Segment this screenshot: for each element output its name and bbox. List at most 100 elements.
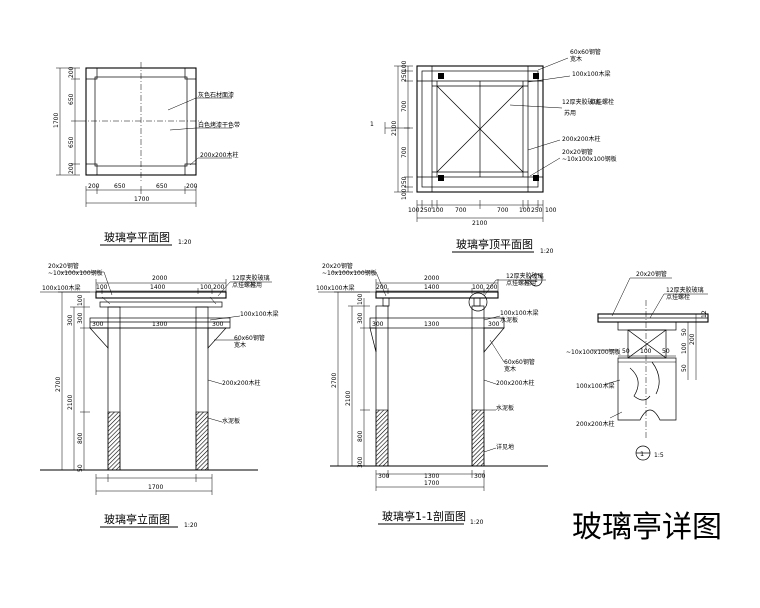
elev-dim-v6: 300 — [67, 314, 74, 326]
roof-dim-v5: 250 — [401, 176, 408, 188]
roof-dim-v4: 700 — [401, 146, 408, 158]
elev-dim-top-3: 1400 — [150, 284, 165, 291]
elev-dim-mid-2: 1300 — [152, 321, 167, 328]
plan-note-3: 200x200木柱 — [200, 151, 238, 159]
plan-view: 灰色石材面漆 白色烤漆干色带 200x200木柱 200 650 650 200… — [53, 62, 240, 246]
roof-outline — [416, 65, 544, 193]
elev-dim-top-4: 100 — [200, 284, 212, 291]
roof-note-2: 宽木 — [570, 55, 582, 63]
plan-post-tr — [184, 67, 197, 80]
elev-dim-v3: 800 — [77, 432, 84, 444]
detail-mark: 1 — [640, 450, 644, 458]
roof-note-3: 100x100木梁 — [572, 70, 610, 78]
detail-dim-8: 12 — [701, 310, 708, 318]
roof-scale: 1:20 — [540, 248, 554, 255]
sect-dim-v1: 2700 — [331, 373, 338, 388]
roof-dim-h8: 100 — [545, 207, 557, 214]
elev-note-r4: 100x100木梁 — [240, 310, 278, 318]
sect-dim-mid-2: 1300 — [424, 321, 439, 328]
detail-note-5: 100x100木梁 — [576, 382, 614, 390]
sect-dim-mid-1: 300 — [372, 321, 384, 328]
sect-dim-bot-1: 300 — [378, 473, 390, 480]
sect-note-r4: 100x100木梁 — [500, 309, 538, 317]
sect-dim-top-5: 200 — [486, 284, 498, 291]
sect-dim-top-4: 100 — [472, 284, 484, 291]
detail-dim-4: 50 — [681, 328, 688, 336]
plan-note-2: 白色烤漆干色带 — [198, 121, 240, 129]
roof-note-9: ~10x100x100钢板 — [562, 155, 617, 163]
sect-scale: 1:20 — [470, 519, 484, 526]
elev-dim-v2: 2100 — [67, 395, 74, 410]
roof-dim-h7: 250 — [531, 207, 543, 214]
elev-note-r7: 200x200木柱 — [222, 379, 260, 387]
elev-dim-top-5: 200 — [213, 284, 225, 291]
plan-post-br — [184, 163, 197, 176]
sect-note-r10: 详见地 — [496, 443, 514, 451]
detail-note-2: 12厚夹胶玻璃 — [666, 286, 704, 294]
roof-dim-h6: 100 — [519, 207, 531, 214]
roof-post-bl — [438, 175, 444, 181]
detail-note-6: 200x200木柱 — [576, 420, 614, 428]
elev-title: 玻璃亭立面图 — [104, 512, 170, 526]
plan-dim-v4: 200 — [68, 162, 75, 174]
detail-dim-2: 100 — [640, 348, 652, 355]
roof-dim-h4: 700 — [455, 207, 467, 214]
sect-note-r3: 苏用 — [524, 279, 536, 287]
plan-dim-h-total: 1700 — [134, 196, 149, 203]
plan-dim-h4: 200 — [186, 183, 198, 190]
detail-post — [617, 357, 677, 421]
elev-note-r8: 水泥板 — [222, 417, 240, 425]
elev-note-r3: 苏用 — [250, 281, 262, 289]
elev-dim-v1: 2700 — [55, 377, 62, 392]
elev-note-r6: 宽木 — [234, 341, 246, 349]
elev-dim-v5: 100 — [77, 294, 84, 306]
plan-dim-h3: 650 — [156, 183, 168, 190]
sect-dim-bot-3: 300 — [474, 473, 486, 480]
roof-title: 玻璃亭顶平面图 — [456, 237, 533, 251]
sect-dim-top-1: 2000 — [424, 275, 439, 282]
sect-dim-top-3: 1400 — [424, 284, 439, 291]
sect-detail-callout — [529, 273, 543, 287]
sect-dim-v6: 300 — [357, 456, 364, 468]
main-title: 玻璃亭详图 — [572, 510, 722, 545]
plan-dim-v3: 650 — [68, 136, 75, 148]
elev-dim-v7: 50 — [77, 464, 84, 472]
elev-dim-mid-1: 300 — [92, 321, 104, 328]
detail-dim-7: 200 — [689, 333, 696, 345]
sect-dim-v4: 300 — [357, 312, 364, 324]
roof-dim-h-total: 2100 — [472, 220, 487, 227]
elev-glass-roof — [95, 291, 227, 299]
sect-note-l3: 100x100木梁 — [316, 284, 354, 292]
sect-dim-bot-2: 1300 — [424, 473, 439, 480]
section-view: 2000 200 1400 100 200 300 1300 300 300 1… — [316, 262, 548, 526]
elev-dim-top-1: 2000 — [152, 275, 167, 282]
roof-dim-v6: 100 — [401, 188, 408, 200]
elev-note-r2: 点挂螺栓 — [232, 281, 256, 289]
plan-post-bl — [85, 163, 98, 176]
plan-dim-h1: 200 — [88, 183, 100, 190]
roof-note-4: 12厚夹胶玻璃 — [562, 98, 600, 106]
roof-note-8: 20x20钢管 — [562, 148, 593, 156]
roof-note-5: 点挂螺栓 — [590, 98, 614, 106]
sect-note-l2: ~10x100x100钢板 — [322, 269, 377, 277]
roof-note-6: 苏用 — [564, 109, 576, 117]
plan-dim-v2: 650 — [68, 93, 75, 105]
elevation-view: 2000 100 1400 100 200 300 1300 300 1700 … — [40, 262, 278, 529]
sect-note-r6: 60x60钢管 — [504, 358, 535, 366]
plan-note-1: 灰色石材面漆 — [198, 91, 234, 99]
sect-note-r7: 宽木 — [504, 365, 516, 373]
detail-view: 20x20钢管 12厚夹胶玻璃 点挂螺栓 ~10x100x100钢板 100x1… — [566, 270, 709, 461]
plan-scale: 1:20 — [178, 239, 192, 246]
sect-note-l1: 20x20钢管 — [322, 262, 353, 270]
detail-note-4: ~10x100x100钢板 — [566, 348, 621, 356]
elev-note-l1: 20x20钢管 — [48, 262, 79, 270]
plan-dim-v-total: 1700 — [53, 113, 60, 128]
roof-dim-h5: 700 — [497, 207, 509, 214]
sect-dim-v2: 2100 — [345, 391, 352, 406]
roof-dim-v1: 100 — [401, 60, 408, 72]
elev-dim-bottom: 1700 — [148, 484, 163, 491]
elev-note-r5: 60x60钢管 — [234, 334, 265, 342]
sect-detail-circle — [468, 292, 488, 312]
roof-section-mark: 1 — [370, 121, 374, 128]
